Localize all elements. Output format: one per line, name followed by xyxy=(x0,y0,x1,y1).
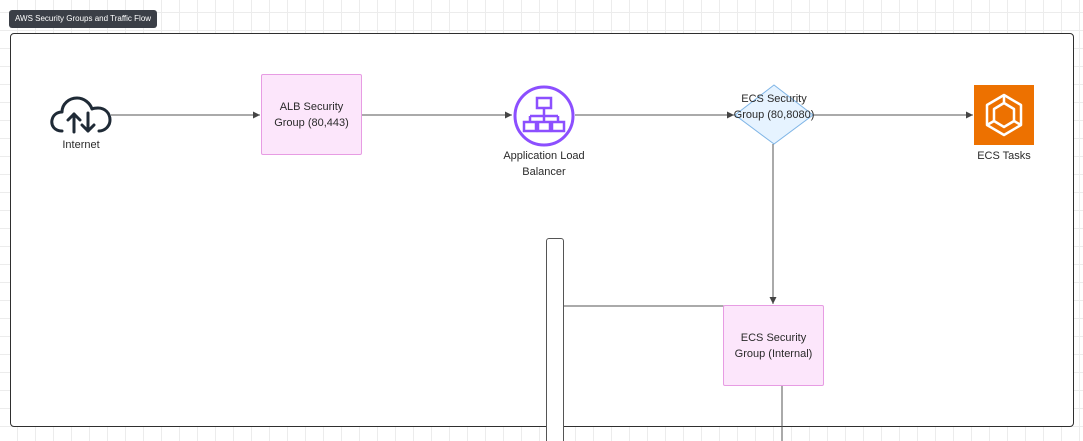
internet-node[interactable] xyxy=(50,95,112,135)
ecs-tasks-node[interactable] xyxy=(974,85,1034,145)
alb-node[interactable] xyxy=(513,85,575,147)
ecs-security-group-label: ECS Security Group (80,8080) xyxy=(733,93,815,121)
ecs-tasks-label: ECS Tasks xyxy=(977,150,1031,162)
ecs-security-group-internal-label: ECS Security Group (Internal) xyxy=(734,331,813,360)
alb-label: Application Load Balancer xyxy=(503,150,585,178)
alb-security-group-label: ALB Security Group (80,443) xyxy=(274,100,349,129)
diagram-title: AWS Security Groups and Traffic Flow xyxy=(9,10,158,28)
cloud-upload-download-icon xyxy=(50,96,112,134)
ecs-security-group-internal-box[interactable]: ECS Security Group (Internal) xyxy=(723,305,824,386)
vertical-container-bar[interactable] xyxy=(546,238,564,441)
load-balancer-icon xyxy=(513,85,575,147)
ecs-tasks-icon xyxy=(974,85,1034,145)
ecs-security-group-diamond[interactable] xyxy=(734,84,814,145)
alb-security-group-box[interactable]: ALB Security Group (80,443) xyxy=(261,74,362,155)
internet-label: Internet xyxy=(62,139,100,151)
